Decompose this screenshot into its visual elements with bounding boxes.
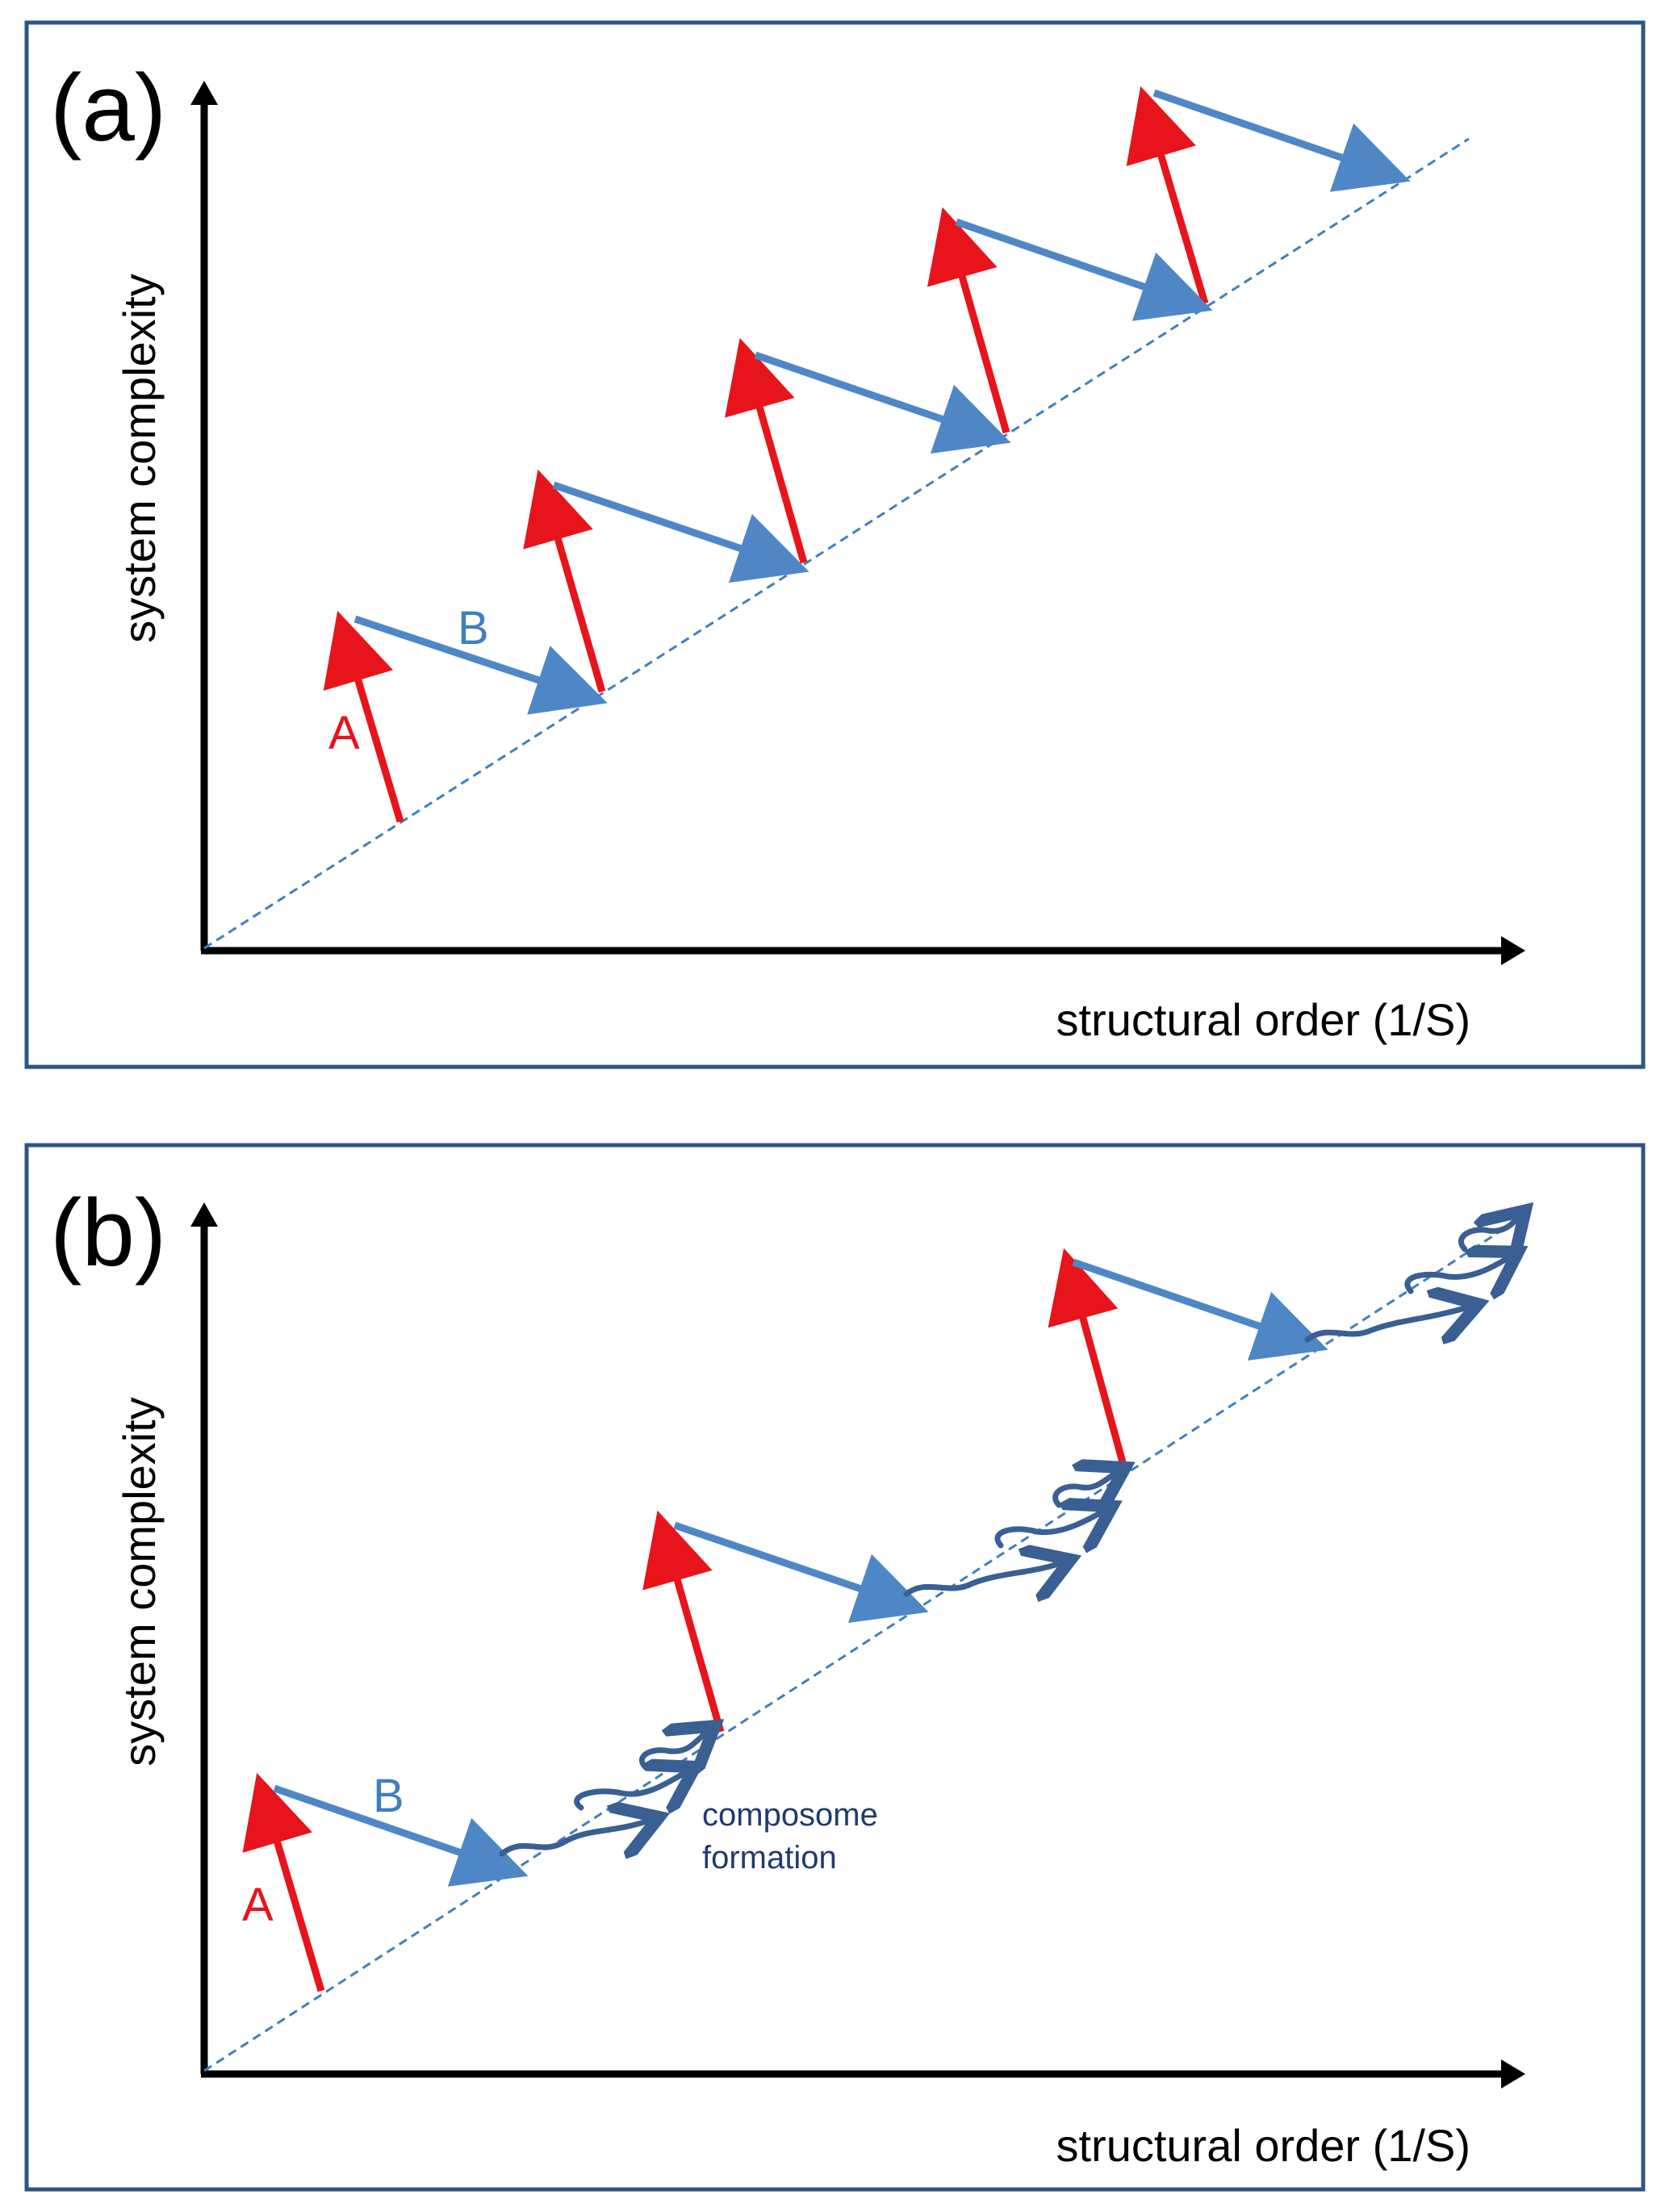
panel-a: (a) system complexity structural order (…	[24, 20, 1646, 1069]
panel-a-x-axis-arrowhead	[1501, 936, 1525, 965]
panel-a-frame	[24, 20, 1646, 1069]
panel-a-arrow-a-2	[523, 469, 606, 693]
panel-a-arrow-a-5	[1126, 86, 1209, 305]
panel-b-arrow-a-1	[242, 1772, 325, 1992]
panel-a-arrow-a-1	[323, 610, 404, 823]
panel-a-arrow-b-label: B	[458, 602, 489, 654]
panel-b-x-axis-label: structural order (1/S)	[1056, 2120, 1471, 2171]
panel-b-arrow-b-1	[273, 1784, 529, 1887]
panel-b-arrow-b-2	[673, 1521, 929, 1624]
panel-b-composome-cluster-1	[499, 1729, 710, 1854]
panel-a-baseline	[203, 137, 1470, 950]
panel-a-arrow-a-4	[927, 207, 1010, 434]
panel-b-arrow-b-3	[1072, 1258, 1328, 1361]
panel-a-arrow-b-5	[1152, 89, 1411, 192]
composome-arrow-3-3	[1458, 1215, 1521, 1249]
composome-arrow-1-2	[574, 1770, 690, 1808]
panel-b-baseline	[203, 1229, 1502, 2072]
panel-a-y-axis-label: system complexity	[114, 274, 165, 642]
panel-a-arrow-a-label: A	[328, 707, 360, 759]
composome-arrow-2-3	[1052, 1470, 1120, 1505]
panel-a-label: (a)	[50, 55, 166, 161]
panel-a-arrow-b-3	[754, 351, 1011, 454]
composome-arrow-1-1	[499, 1819, 654, 1854]
panel-b-composome-cluster-3	[1304, 1215, 1521, 1340]
panel-b-x-axis-arrowhead	[1501, 2059, 1525, 2089]
panel-b-arrow-a-2	[642, 1510, 725, 1733]
panel-b-arrow-a-label: A	[242, 1879, 274, 1931]
composome-annotation-line-1: composome	[702, 1797, 878, 1833]
panel-b-frame	[24, 1143, 1646, 2192]
composome-arrow-1-3	[639, 1729, 710, 1767]
composome-annotation-line-2: formation	[702, 1840, 837, 1875]
panel-b-arrow-a-3	[1048, 1248, 1129, 1473]
panel-a-a-arrows	[323, 86, 1209, 823]
composome-arrow-2-2	[994, 1509, 1107, 1545]
panel-a-arrow-b-2	[552, 481, 809, 583]
composome-arrow-3-2	[1404, 1255, 1513, 1291]
panel-b-b-arrows	[273, 1258, 1328, 1887]
panel-b-y-axis-arrowhead	[190, 1202, 218, 1227]
panel-b-composome-cluster-2	[903, 1470, 1120, 1594]
panel-b: (b) system complexity structural order (…	[24, 1143, 1646, 2192]
panel-a-b-arrows	[353, 89, 1411, 715]
panel-b-label: (b)	[50, 1180, 166, 1286]
panel-a-arrow-b-4	[955, 218, 1213, 321]
panel-b-a-arrows	[242, 1248, 1129, 1992]
composome-arrow-2-1	[903, 1562, 1065, 1594]
panel-a-arrow-a-3	[725, 337, 808, 564]
panel-b-y-axis-label: system complexity	[114, 1397, 165, 1766]
panel-a-x-axis-label: structural order (1/S)	[1056, 994, 1471, 1045]
composome-arrow-3-1	[1304, 1306, 1473, 1340]
panel-a-arrow-b-1	[353, 615, 608, 715]
panel-a-y-axis-arrowhead	[190, 81, 218, 105]
panel-b-arrow-b-label: B	[373, 1770, 404, 1822]
